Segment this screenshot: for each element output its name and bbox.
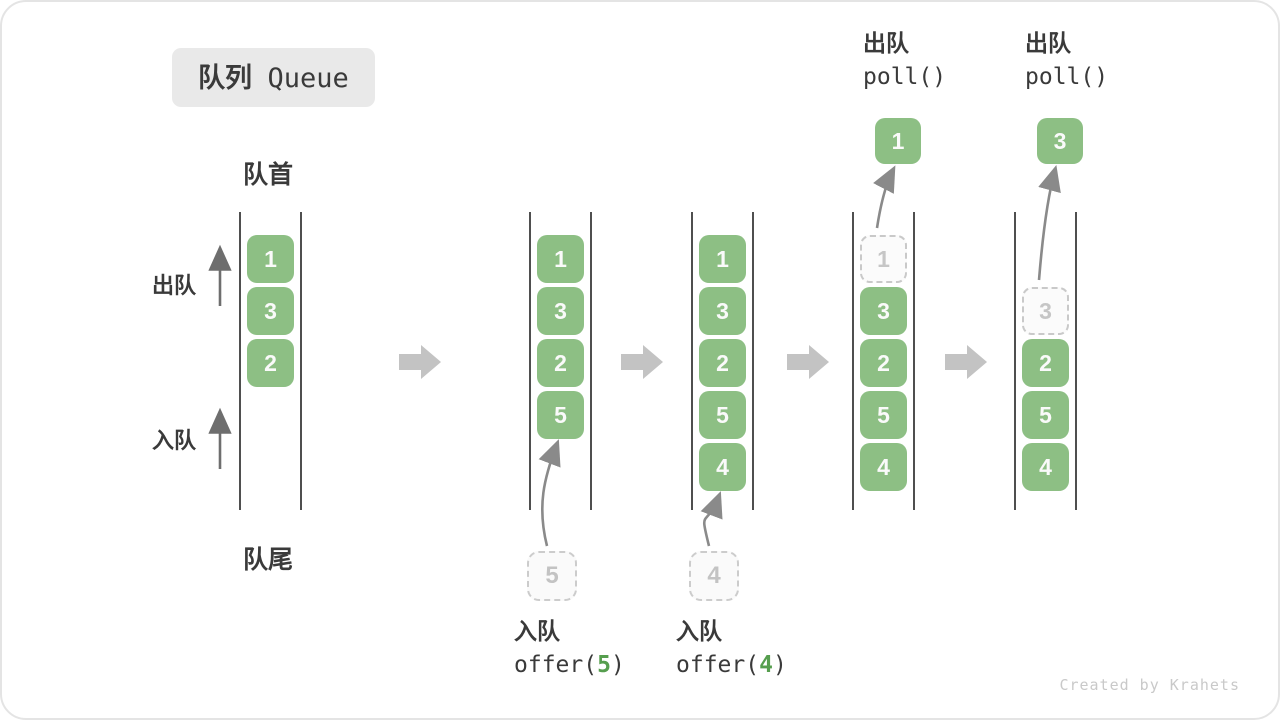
queue-slot: 2 [537, 339, 584, 387]
queue-wall-left [1014, 212, 1016, 510]
enqueue-arrow [538, 439, 561, 547]
queue-slot: 1 [537, 235, 584, 283]
queue-slot-ghost: 3 [1022, 287, 1069, 335]
queue-slot: 5 [1022, 391, 1069, 439]
queue-slot: 3 [860, 287, 907, 335]
dequeue-arrow [1037, 164, 1061, 281]
title-en: Queue [267, 63, 349, 94]
queue-wall-left [691, 212, 693, 510]
dequeue-op-label: 出队 poll() [1025, 26, 1108, 94]
queue-slot: 3 [247, 287, 294, 335]
op-fn-arg: 4 [759, 652, 773, 678]
queue-slot: 2 [860, 339, 907, 387]
queue-slot: 5 [537, 391, 584, 439]
title-badge: 队列 Queue [172, 48, 375, 107]
queue-slot: 1 [699, 235, 746, 283]
queue-slot: 1 [247, 235, 294, 283]
queue-slot: 5 [699, 391, 746, 439]
next-step-arrow-icon [945, 345, 987, 379]
op-fn-suffix: ) [610, 652, 625, 678]
queue-wall-right [1075, 212, 1077, 510]
queue-wall-right [300, 212, 302, 510]
queue-slot: 2 [699, 339, 746, 387]
queue-head-label: 队首 [243, 161, 294, 189]
op-code-text: poll() [863, 64, 947, 90]
queue-wall-left [239, 212, 241, 510]
dequeued-element-box: 1 [875, 118, 921, 164]
queue-wall-left [852, 212, 854, 510]
title-zh: 队列 [198, 63, 252, 93]
op-code-text: poll() [1025, 64, 1109, 90]
queue-tail-label: 队尾 [243, 546, 294, 574]
op-action-text: 出队 [1025, 30, 1071, 56]
op-code-text: offer(5) [514, 648, 625, 682]
op-fn-suffix: ) [772, 652, 787, 678]
next-step-arrow-icon [621, 345, 663, 379]
queue-slot: 5 [860, 391, 907, 439]
credit-text: Created by Krahets [1059, 676, 1240, 694]
queue-slot-ghost: 1 [860, 235, 907, 283]
enqueue-arrow [700, 491, 723, 547]
incoming-element-box: 5 [527, 551, 577, 601]
next-step-arrow-icon [787, 345, 829, 379]
queue-slot: 4 [699, 443, 746, 491]
op-fn-prefix: offer( [676, 652, 760, 678]
queue-slot: 2 [1022, 339, 1069, 387]
enqueue-op-label: 入队 offer(5) [514, 614, 625, 682]
incoming-element-box: 4 [689, 551, 739, 601]
op-fn-arg: 5 [597, 652, 611, 678]
dequeued-element-box: 3 [1037, 118, 1083, 164]
enqueue-op-label: 入队 offer(4) [676, 614, 787, 682]
op-action-text: 出队 [863, 30, 909, 56]
op-code-text: offer(4) [676, 648, 787, 682]
dequeue-arrow [873, 165, 896, 229]
queue-slot: 4 [860, 443, 907, 491]
op-action-text: 入队 [676, 618, 722, 644]
op-fn-prefix: offer( [514, 652, 598, 678]
queue-wall-right [590, 212, 592, 510]
queue-slot: 4 [1022, 443, 1069, 491]
queue-slot: 3 [699, 287, 746, 335]
dequeue-label: 出队 [152, 273, 197, 298]
queue-wall-left [529, 212, 531, 510]
queue-slot: 3 [537, 287, 584, 335]
enqueue-label: 入队 [152, 428, 197, 453]
dequeue-op-label: 出队 poll() [863, 26, 946, 94]
queue-slot: 2 [247, 339, 294, 387]
next-step-arrow-icon [399, 345, 441, 379]
queue-wall-right [913, 212, 915, 510]
queue-wall-right [752, 212, 754, 510]
op-action-text: 入队 [514, 618, 560, 644]
